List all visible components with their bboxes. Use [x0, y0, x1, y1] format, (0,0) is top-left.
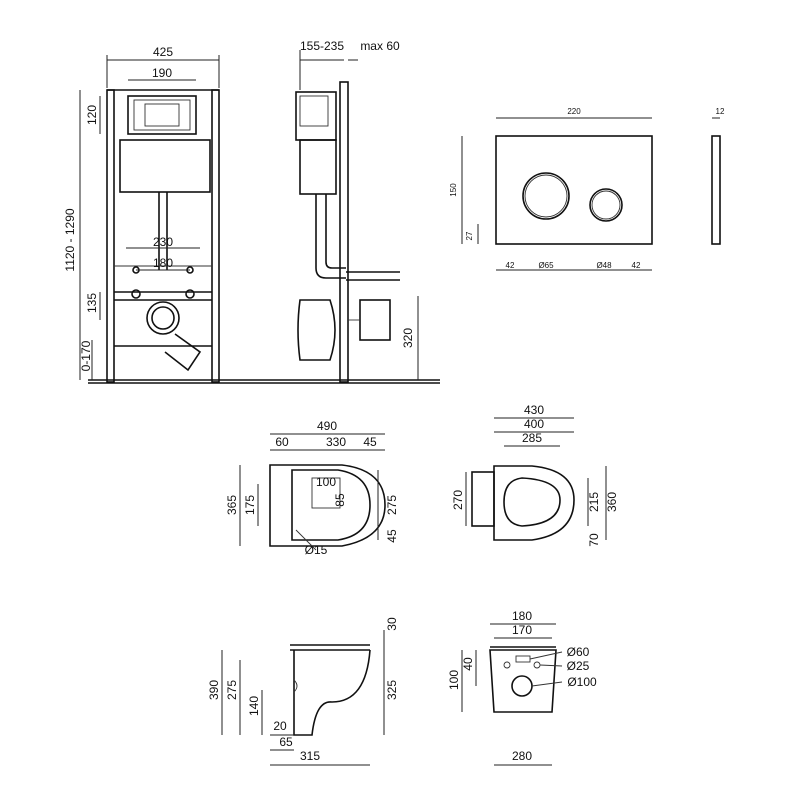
- dim-frame-depth: 155-235: [300, 39, 344, 53]
- dim-stud-inner: 180: [153, 256, 173, 270]
- dim-bowl-length-side: 315: [300, 749, 320, 763]
- dim-frame-width: 425: [153, 45, 173, 59]
- dim-rear-width: 280: [512, 749, 532, 763]
- dim-seat-inner-width: 215: [587, 492, 601, 512]
- dim-big-button: Ø65: [538, 261, 554, 270]
- dim-seat-inner: 285: [522, 431, 542, 445]
- dim-seat-length: 430: [524, 403, 544, 417]
- dim-bowl-front: 45: [363, 435, 377, 449]
- dim-plate-height-150: 150: [449, 183, 458, 197]
- bowl-rear-view: 180 170 40 100 Ø60 Ø25 Ø100 280: [447, 609, 597, 766]
- dim-hole-dia: Ø15: [305, 543, 328, 557]
- dim-foot-height: 0-170: [79, 340, 93, 371]
- dim-seat-mid: 400: [524, 417, 544, 431]
- dim-plate-bottom: 27: [465, 231, 474, 240]
- dim-bowl-rim: 275: [225, 680, 239, 700]
- seat-top-view: 430 400 285 270 215 360 70: [451, 403, 619, 547]
- dim-stud-dia: Ø25: [567, 659, 590, 673]
- dim-flush-dia: Ø60: [567, 645, 590, 659]
- dim-inner-width: 275: [385, 495, 399, 515]
- dim-bowl-inner: 330: [326, 435, 346, 449]
- dim-rear-stud-offset: 40: [461, 657, 475, 671]
- bowl-side-view: 30 390 275 140 325 20 65 315: [207, 617, 399, 766]
- dim-bowl-total: 325: [385, 680, 399, 700]
- dim-seat-thickness: 30: [385, 617, 399, 631]
- dim-rear-width-top: 180: [512, 609, 532, 623]
- dim-rear-outlet-height: 100: [447, 670, 461, 690]
- bowl-top-view: 490 60 330 45 365 175 100 85 275 45 Ø15: [225, 419, 399, 557]
- dim-bowl-width: 365: [225, 495, 239, 515]
- dim-hole-h: 85: [333, 493, 347, 507]
- dim-outlet-height: 135: [85, 293, 99, 313]
- dim-bowl-length: 490: [317, 419, 337, 433]
- dim-small-button: Ø48: [596, 261, 612, 270]
- dim-outlet-x: 65: [279, 735, 293, 749]
- dim-seat-back-height: 270: [451, 490, 465, 510]
- frame-side-view: 155-235 max 60 320: [292, 39, 440, 384]
- dim-plate-width: 190: [152, 66, 172, 80]
- dim-mount-spacing: 175: [243, 495, 257, 515]
- dim-left-margin: 42: [506, 261, 515, 270]
- frame-front-view: 425 190 120 1120 - 1290 230 180 135 0-17…: [63, 45, 292, 384]
- dim-bowl-height: 390: [207, 680, 221, 700]
- dim-plate-thickness: 12: [716, 107, 725, 116]
- dim-plate-width-220: 220: [567, 107, 581, 116]
- dim-plate-height: 120: [85, 105, 99, 125]
- dim-max-offset: max 60: [360, 39, 400, 53]
- dim-seat-width: 360: [605, 492, 619, 512]
- dim-seat-rear-gap: 70: [587, 533, 601, 547]
- dim-bowl-offset: 45: [385, 529, 399, 543]
- dim-bottom-gap: 20: [273, 719, 287, 733]
- dim-right-margin: 42: [632, 261, 641, 270]
- dim-stud-outer: 230: [153, 235, 173, 249]
- dim-rear-inner: 170: [512, 623, 532, 637]
- dim-bowl-rear: 60: [275, 435, 289, 449]
- dim-outlet-center: 320: [401, 328, 415, 348]
- dim-hole-w: 100: [316, 475, 336, 489]
- flush-plate-view: 220 150 12 27 42 Ø65 Ø48 42: [449, 107, 725, 271]
- dim-bowl-outlet: 140: [247, 696, 261, 716]
- dim-drain-dia: Ø100: [567, 675, 597, 689]
- dim-total-height: 1120 - 1290: [63, 208, 77, 271]
